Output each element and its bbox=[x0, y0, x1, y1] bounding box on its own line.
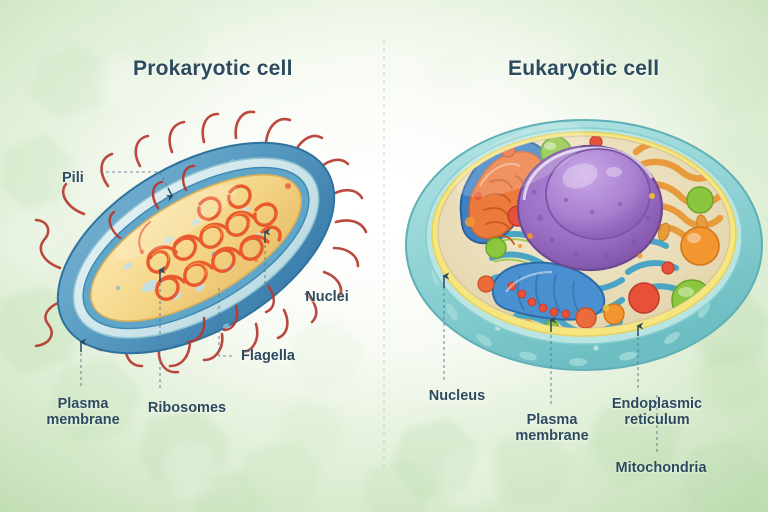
label-plasma-membrane-eukaryote: Plasma membrane bbox=[515, 412, 589, 445]
prokaryote-body bbox=[34, 110, 368, 374]
label-flagella: Flagella bbox=[241, 348, 295, 364]
pili-and-flagella-front bbox=[108, 164, 275, 344]
label-nuclei: Nuclei bbox=[305, 289, 349, 305]
arrow-pili bbox=[165, 187, 174, 202]
eukaryote-body bbox=[405, 119, 763, 371]
label-ribosomes: Ribosomes bbox=[147, 400, 227, 416]
label-plasma-membrane-prokaryote: Plasma membrane bbox=[46, 396, 120, 429]
prokaryotic-panel-title: Prokaryotic cell bbox=[133, 57, 293, 80]
mitochondrion-lower bbox=[491, 261, 606, 321]
label-pili: Pili bbox=[62, 170, 84, 186]
prokaryote-nucleoid bbox=[146, 184, 282, 301]
label-nucleus: Nucleus bbox=[428, 388, 486, 404]
mitochondrion-upper bbox=[459, 139, 549, 245]
eukaryotic-panel-title: Eukaryotic cell bbox=[508, 57, 660, 80]
label-mitochondria: Mitochondria bbox=[615, 460, 707, 476]
leader-flagella bbox=[218, 288, 232, 357]
label-endoplasmic-reticulum: Endoplasmic reticulum bbox=[611, 396, 703, 429]
nucleus bbox=[516, 144, 664, 272]
leader-pili bbox=[100, 171, 169, 189]
